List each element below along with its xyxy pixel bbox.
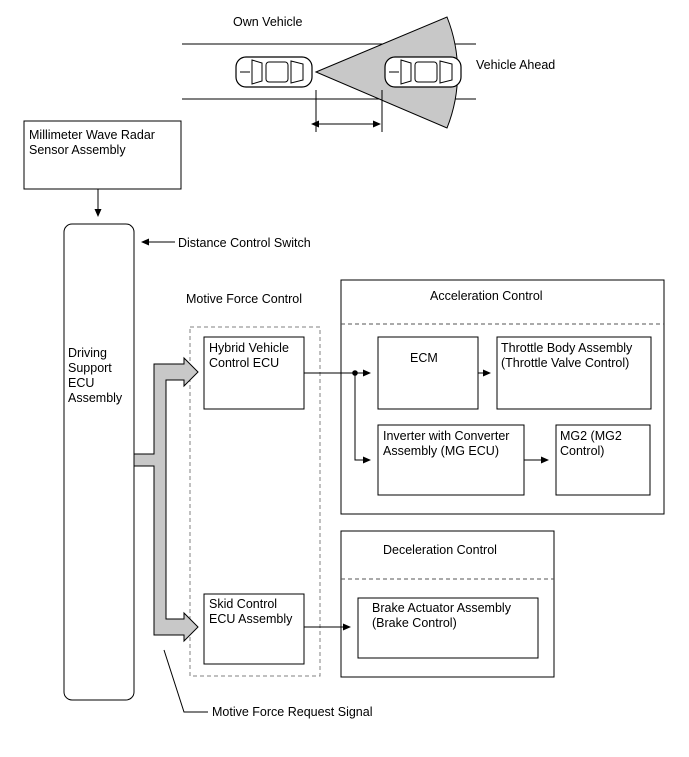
vehicle-ahead-label: Vehicle Ahead: [476, 58, 556, 72]
motive-force-request-signal-label: Motive Force Request Signal: [212, 705, 373, 719]
brake-actuator-label: Brake Actuator Assembly (Brake Control): [372, 601, 511, 630]
vehicle-ahead-icon: [384, 56, 462, 88]
ecm-box: [377, 336, 479, 410]
throttle-body-label: Throttle Body Assembly (Throttle Valve C…: [501, 341, 633, 370]
motive-force-group: [189, 326, 321, 677]
acceleration-control-label: Acceleration Control: [430, 289, 543, 303]
throttle-body-box: [496, 336, 652, 410]
hybrid-ecu-label: Hybrid Vehicle Control ECU: [209, 341, 289, 370]
brake-actuator-box: [357, 597, 539, 659]
driving-support-ecu-label: Driving Support ECU Assembly: [68, 346, 123, 405]
ecm-label: ECM: [410, 351, 438, 365]
skid-ecu-label: Skid Control ECU Assembly: [209, 597, 293, 626]
motive-force-control-label: Motive Force Control: [186, 292, 303, 306]
own-vehicle-label: Own Vehicle: [233, 15, 303, 29]
radar-sensor-label: Millimeter Wave Radar Sensor Assembly: [29, 128, 155, 157]
deceleration-control-label: Deceleration Control: [383, 543, 497, 557]
motive-force-request-arrow: [133, 356, 199, 643]
road-scene: [182, 16, 476, 132]
distance-control-switch-label: Distance Control Switch: [178, 236, 311, 250]
inverter-label: Inverter with Converter Assembly (MG ECU…: [383, 429, 510, 458]
driving-support-ecu-box: [63, 223, 135, 701]
inverter-box: [377, 424, 525, 496]
hv-to-inverter-line: [354, 373, 371, 464]
mg2-box: [555, 424, 651, 496]
signal-leader-line: [163, 649, 208, 713]
mg2-label: MG2 (MG2 Control): [560, 429, 622, 458]
skid-ecu-box: [203, 593, 305, 665]
hybrid-ecu-box: [203, 336, 305, 410]
own-vehicle-icon: [235, 56, 313, 88]
radar-sensor-box: [23, 120, 182, 190]
